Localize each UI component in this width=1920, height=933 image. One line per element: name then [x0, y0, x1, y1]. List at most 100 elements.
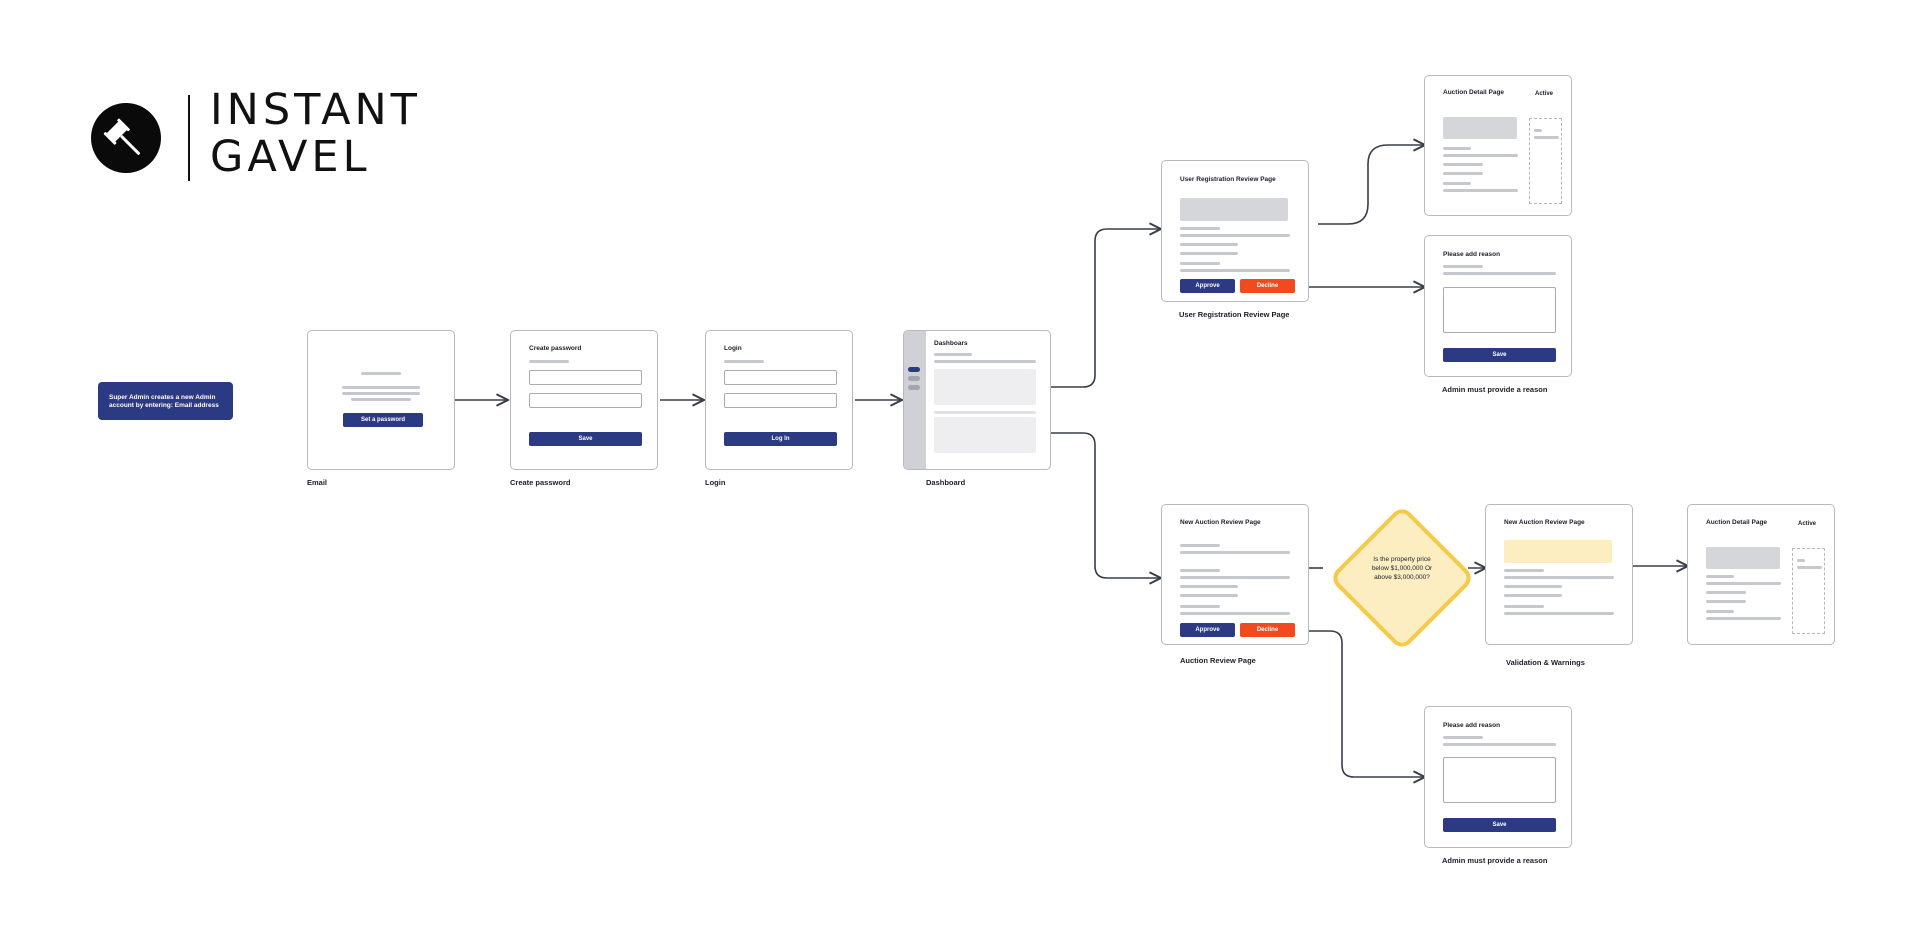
placeholder-line	[1504, 594, 1562, 597]
placeholder-line	[1706, 600, 1746, 603]
placeholder-line	[1180, 262, 1220, 265]
email-caption: Email	[307, 478, 328, 487]
auction-detail-card-bottom: Auction Detail Page Active	[1687, 504, 1835, 645]
password-field[interactable]	[529, 370, 642, 385]
create-password-caption: Create password	[510, 478, 571, 487]
login-caption: Login	[705, 478, 726, 487]
placeholder-line	[1504, 576, 1614, 579]
placeholder-line	[1180, 594, 1238, 597]
placeholder-line	[529, 360, 569, 363]
placeholder-line	[351, 398, 411, 401]
side-panel	[1529, 118, 1562, 204]
password-field[interactable]	[724, 393, 837, 408]
placeholder-line	[1504, 605, 1544, 608]
card-title: Please add reason	[1443, 251, 1501, 258]
placeholder-line	[1180, 252, 1238, 255]
arrow-dashboard-to-user-reg	[1043, 229, 1161, 388]
reason-textarea[interactable]	[1443, 757, 1556, 803]
auction-review-caption: Auction Review Page	[1180, 656, 1256, 665]
dashboard-widget	[934, 369, 1036, 405]
placeholder-image	[1706, 547, 1780, 569]
card-title: Create password	[529, 345, 582, 352]
placeholder-line	[1180, 605, 1220, 608]
placeholder-line	[1443, 272, 1556, 275]
card-title: Auction Detail Page	[1706, 519, 1768, 526]
placeholder-line	[1706, 617, 1781, 620]
user-registration-review-card: User Registration Review Page Approve De…	[1161, 160, 1309, 302]
card-title: Auction Detail Page	[1443, 89, 1505, 96]
placeholder-line	[1443, 736, 1483, 739]
placeholder-line	[1443, 154, 1518, 157]
placeholder-line	[342, 392, 420, 395]
username-field[interactable]	[724, 370, 837, 385]
placeholder-line	[1180, 612, 1290, 615]
placeholder-line	[1706, 575, 1734, 578]
placeholder-line	[1706, 582, 1781, 585]
placeholder-line	[1180, 227, 1220, 230]
arrow-user-reg-to-auction-detail	[1318, 145, 1425, 225]
approve-button[interactable]: Approve	[1180, 279, 1235, 293]
placeholder-line	[1706, 610, 1734, 613]
placeholder-line	[1534, 129, 1542, 132]
save-button[interactable]: Save	[529, 432, 642, 446]
placeholder-line	[1504, 569, 1544, 572]
start-node: Super Admin creates a new Admin account …	[98, 382, 233, 420]
decline-button[interactable]: Decline	[1240, 279, 1295, 293]
user-registration-caption: User Registration Review Page	[1179, 310, 1290, 319]
arrow-dashboard-to-new-auction	[1043, 432, 1161, 578]
placeholder-line	[1180, 585, 1238, 588]
new-auction-review-card: New Auction Review Page Approve Decline	[1161, 504, 1309, 645]
login-button[interactable]: Log In	[724, 432, 837, 446]
sidebar-nav-active[interactable]	[908, 367, 920, 372]
sidebar-nav-item[interactable]	[908, 376, 920, 381]
placeholder-line	[1180, 269, 1290, 272]
card-title: Please add reason	[1443, 722, 1501, 729]
status-badge: Active	[1535, 91, 1554, 97]
save-button[interactable]: Save	[1443, 818, 1556, 832]
email-card: Set a password	[307, 330, 455, 470]
placeholder-line	[1180, 544, 1220, 547]
logo-divider	[188, 95, 190, 181]
placeholder-line	[1443, 163, 1483, 166]
confirm-password-field[interactable]	[529, 393, 642, 408]
start-node-text: Super Admin creates a new Admin account …	[109, 394, 219, 409]
placeholder-line	[342, 386, 420, 389]
logo-line-1: INSTANT	[210, 85, 421, 135]
placeholder-line	[1443, 147, 1471, 150]
placeholder-line	[1180, 234, 1290, 237]
reason-textarea[interactable]	[1443, 287, 1556, 333]
dashboard-sidebar	[904, 331, 926, 469]
placeholder-line	[1706, 591, 1746, 594]
auction-detail-card-top: Auction Detail Page Active	[1424, 75, 1572, 216]
placeholder-line	[1180, 243, 1238, 246]
create-password-card: Create password Save	[510, 330, 658, 470]
approve-button[interactable]: Approve	[1180, 623, 1235, 637]
warning-banner	[1504, 540, 1612, 563]
placeholder-line	[1797, 566, 1822, 569]
set-password-button[interactable]: Set a password	[343, 413, 423, 427]
decline-button[interactable]: Decline	[1240, 623, 1295, 637]
card-title: New Auction Review Page	[1504, 519, 1585, 526]
save-button[interactable]: Save	[1443, 348, 1556, 362]
placeholder-line	[934, 353, 972, 356]
dashboard-card: Dashboars	[903, 330, 1051, 470]
placeholder-line	[934, 360, 1036, 363]
placeholder-line	[1180, 569, 1220, 572]
side-panel	[1792, 548, 1825, 634]
placeholder-line	[1180, 551, 1290, 554]
placeholder-line	[1443, 182, 1471, 185]
reason-card-top: Please add reason Save	[1424, 235, 1572, 377]
reason-card-bottom: Please add reason Save	[1424, 706, 1572, 848]
placeholder-line	[1443, 743, 1556, 746]
sidebar-nav-item[interactable]	[908, 385, 920, 390]
status-badge: Active	[1798, 521, 1817, 527]
dashboard-widget	[934, 417, 1036, 453]
arrow-decline-to-reason	[1296, 630, 1425, 777]
dashboard-caption: Dashboard	[926, 478, 966, 487]
logo-line-2: GAVEL	[210, 132, 371, 182]
logo-wordmark: INSTANT GAVEL	[210, 87, 421, 181]
reason-caption-bottom: Admin must provide a reason	[1442, 856, 1548, 865]
gavel-logo-icon	[91, 103, 161, 173]
validation-card: New Auction Review Page	[1485, 504, 1633, 645]
